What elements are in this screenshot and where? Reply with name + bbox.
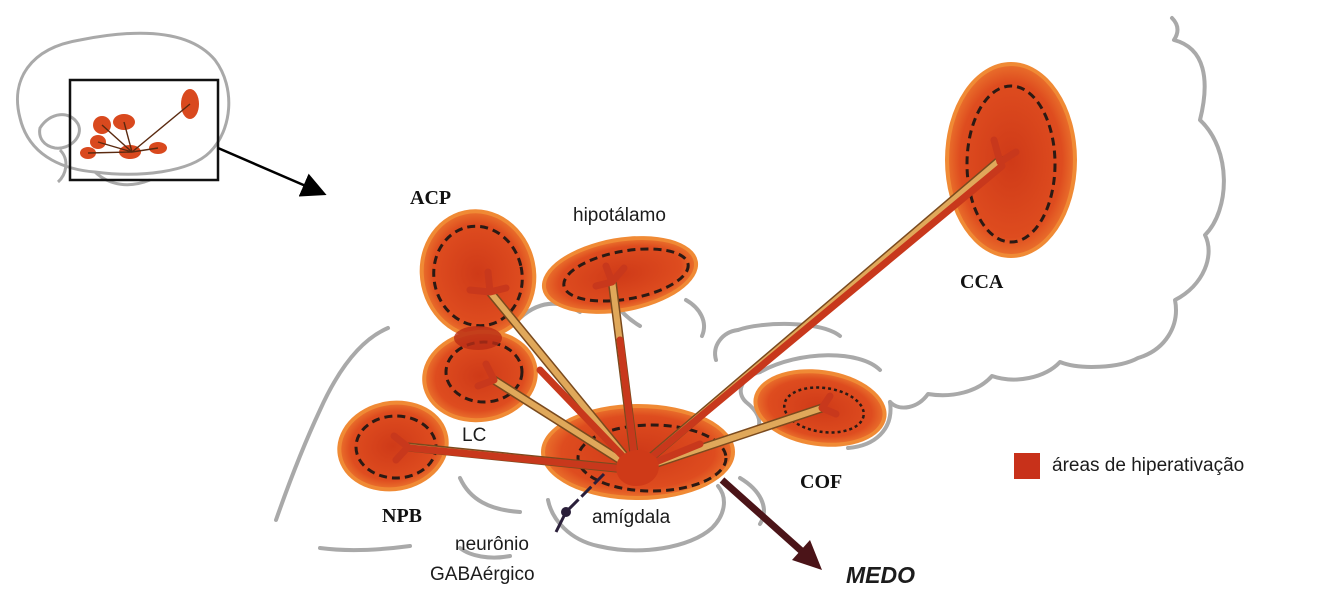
fear-output-arrow (722, 480, 822, 570)
region-cca (945, 62, 1077, 258)
label-npb: NPB (382, 505, 422, 527)
inset-regions (80, 89, 199, 159)
label-acp: ACP (410, 187, 451, 209)
label-hipotalamo: hipotálamo (573, 205, 666, 226)
label-cca: CCA (960, 271, 1004, 293)
label-amigdala: amígdala (592, 507, 671, 528)
label-medo: MEDO (846, 562, 915, 588)
legend: áreas de hiperativação (1014, 453, 1244, 479)
label-lc: LC (462, 425, 486, 446)
inset-pointer-arrow (218, 148, 322, 193)
legend-label: áreas de hiperativação (1052, 455, 1244, 477)
legend-swatch (1014, 453, 1040, 479)
label-cof: COF (800, 471, 842, 493)
label-gabaergico: GABAérgico (430, 564, 535, 585)
label-neuronio: neurônio (455, 534, 529, 555)
